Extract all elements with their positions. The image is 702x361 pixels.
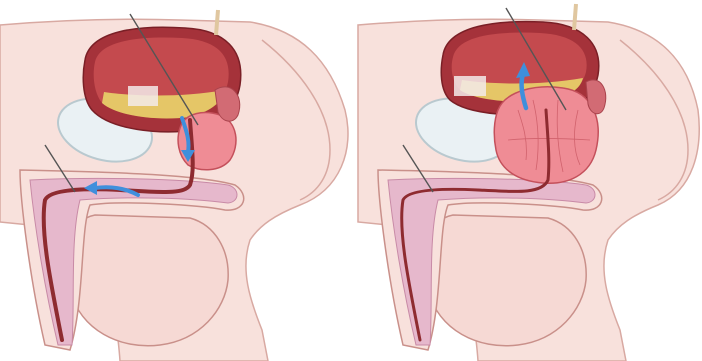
panel-enlarged-prostate	[358, 4, 699, 361]
scrotum	[66, 215, 228, 346]
label-placeholder	[454, 76, 486, 96]
ureter	[574, 4, 576, 30]
label-placeholder	[128, 86, 158, 106]
panel-normal-prostate	[0, 10, 348, 361]
ureter	[216, 10, 218, 35]
scrotum	[424, 215, 586, 346]
